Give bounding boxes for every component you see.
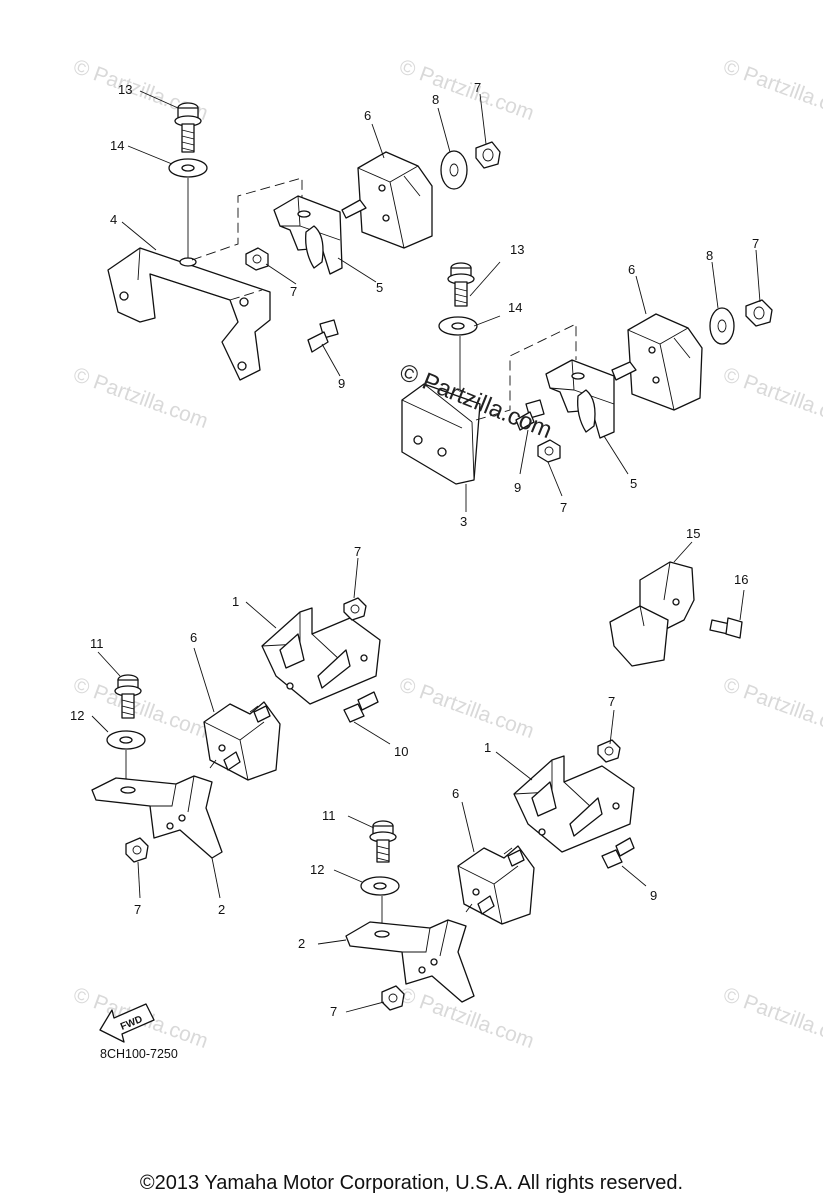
rubber-mount-6-icon <box>611 313 703 411</box>
washer-8-icon <box>709 307 735 345</box>
nut-7-icon <box>245 247 269 271</box>
callout-5: 5 <box>376 280 383 295</box>
nut-7-icon <box>381 985 405 1011</box>
nut-7-icon <box>537 439 561 463</box>
watermark: © Partzilla.com <box>396 55 537 125</box>
rubber-mount-6-icon <box>457 845 535 925</box>
bolt-10-icon <box>343 691 379 723</box>
bracket-4-icon <box>107 247 271 381</box>
watermark: © Partzilla.com <box>70 673 211 743</box>
leader-lines <box>91 90 761 1013</box>
callout-1: 1 <box>232 594 239 609</box>
copyright-notice: ©2013 Yamaha Motor Corporation, U.S.A. A… <box>139 1172 684 1194</box>
bracket-2-icon <box>345 919 475 1003</box>
bracket-3-icon <box>401 383 481 485</box>
callout-12: 12 <box>70 708 84 723</box>
callout-10: 10 <box>394 744 408 759</box>
stopper-15-icon <box>609 561 695 667</box>
callout-2: 2 <box>218 902 225 917</box>
callout-11: 11 <box>90 636 104 651</box>
washer-12-icon <box>360 876 400 896</box>
callout-7: 7 <box>134 902 141 917</box>
diagram-code: 8CH100-7250 <box>100 1047 178 1061</box>
callout-1: 1 <box>484 740 491 755</box>
callout-6: 6 <box>190 630 197 645</box>
callout-5: 5 <box>630 476 637 491</box>
callout-9: 9 <box>514 480 521 495</box>
nut-7-icon <box>343 597 367 621</box>
callout-7: 7 <box>330 1004 337 1019</box>
washer-14-icon <box>438 316 478 336</box>
callout-4: 4 <box>110 212 117 227</box>
assembly-bottom-left <box>91 597 381 863</box>
watermark: © Partzilla.com <box>720 55 823 125</box>
bracket-2-icon <box>91 775 223 859</box>
watermark: © Partzilla.com <box>70 363 211 433</box>
bolt-9-icon <box>307 319 339 353</box>
callout-13: 13 <box>510 242 524 257</box>
callout-2: 2 <box>298 936 305 951</box>
callout-6: 6 <box>628 262 635 277</box>
callout-12: 12 <box>310 862 324 877</box>
nut-7-icon <box>475 141 501 169</box>
assembly-top-left <box>107 102 501 381</box>
callout-7: 7 <box>354 544 361 559</box>
callout-6: 6 <box>364 108 371 123</box>
assembly-top-right <box>401 262 773 485</box>
bolt-16-icon <box>709 617 743 639</box>
watermark: © Partzilla.com <box>396 673 537 743</box>
callout-7: 7 <box>752 236 759 251</box>
callout-labels: 13 14 4 6 8 7 7 5 9 13 14 6 8 7 3 9 7 5 … <box>70 80 759 1019</box>
callout-6: 6 <box>452 786 459 801</box>
callout-8: 8 <box>432 92 439 107</box>
callout-3: 3 <box>460 514 467 529</box>
nut-7-icon <box>597 739 621 763</box>
callout-7: 7 <box>474 80 481 95</box>
washer-8-icon <box>440 150 468 190</box>
assembly-bottom-right <box>345 739 635 1011</box>
callout-14: 14 <box>110 138 124 153</box>
washer-14-icon <box>168 158 208 178</box>
nut-7-icon <box>125 837 149 863</box>
callout-13: 13 <box>118 82 132 97</box>
callout-14: 14 <box>508 300 522 315</box>
callout-7: 7 <box>608 694 615 709</box>
watermark: © Partzilla.com <box>720 673 823 743</box>
rubber-mount-6-icon <box>203 701 281 781</box>
watermark: © Partzilla.com <box>720 983 823 1053</box>
bolt-9-icon <box>601 837 635 869</box>
watermark: © Partzilla.com <box>720 363 823 433</box>
callout-9: 9 <box>338 376 345 391</box>
mount-5-icon <box>273 195 343 275</box>
bolt-11-icon <box>369 820 397 863</box>
callout-9: 9 <box>650 888 657 903</box>
mount-5-icon <box>545 359 615 439</box>
assembly-stopper <box>609 561 743 667</box>
nut-7-icon <box>745 299 773 327</box>
callout-7: 7 <box>560 500 567 515</box>
bolt-13-icon <box>174 102 202 153</box>
callout-11: 11 <box>322 808 336 823</box>
rubber-mount-6-icon <box>341 151 433 249</box>
callout-16: 16 <box>734 572 748 587</box>
washer-12-icon <box>106 730 146 750</box>
bolt-11-icon <box>114 674 142 719</box>
callout-7: 7 <box>290 284 297 299</box>
bolt-9-icon <box>515 399 545 431</box>
callout-8: 8 <box>706 248 713 263</box>
watermark-layer: © Partzilla.com © Partzilla.com © Partzi… <box>70 55 823 1053</box>
bracket-1-icon <box>261 607 381 705</box>
bolt-13-icon <box>447 262 475 307</box>
bracket-1-icon <box>513 755 635 853</box>
callout-15: 15 <box>686 526 700 541</box>
